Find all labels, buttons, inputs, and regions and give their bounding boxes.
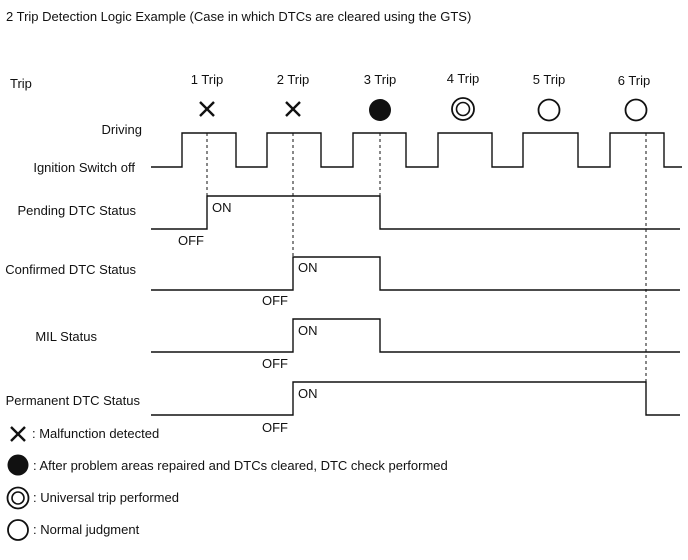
cross-icon (199, 101, 215, 117)
cross-icon (10, 426, 26, 442)
trip-label-2: 2 Trip (277, 72, 310, 87)
row-label-pending: Pending DTC Status (17, 203, 136, 218)
trip-label-4: 4 Trip (447, 71, 480, 86)
open-circle-icon (537, 98, 561, 122)
trip-label-1: 1 Trip (191, 72, 224, 87)
filled-circle-icon (369, 99, 391, 121)
diagram-title: 2 Trip Detection Logic Example (Case in … (6, 9, 471, 24)
open-circle-icon (7, 519, 29, 541)
pending-on-label: ON (212, 200, 232, 215)
trip-label-5: 5 Trip (533, 72, 566, 87)
row-label-trip: Trip (10, 76, 32, 91)
confirmed-on-label: ON (298, 260, 318, 275)
driving-waveform (151, 132, 682, 168)
legend: : Malfunction detected : After problem a… (6, 426, 448, 541)
open-circle-icon (624, 98, 648, 122)
legend-text-dtc-check: : After problem areas repaired and DTCs … (33, 458, 448, 473)
legend-text-normal-judgment: : Normal judgment (33, 522, 140, 537)
row-label-ignition-off: Ignition Switch off (33, 160, 135, 175)
legend-text-universal-trip: : Universal trip performed (33, 490, 179, 505)
pending-off-label: OFF (178, 233, 204, 248)
cross-icon (285, 101, 301, 117)
trip-label-3: 3 Trip (364, 72, 397, 87)
mil-off-label: OFF (262, 356, 288, 371)
double-circle-icon (6, 486, 30, 510)
row-label-permanent: Permanent DTC Status (6, 393, 141, 408)
confirmed-dtc-signal (151, 256, 680, 291)
legend-text-malfunction: : Malfunction detected (32, 426, 159, 441)
permanent-off-label: OFF (262, 420, 288, 435)
double-circle-icon (451, 97, 475, 121)
row-label-confirmed: Confirmed DTC Status (5, 262, 136, 277)
trip-label-6: 6 Trip (618, 73, 651, 88)
permanent-dtc-signal (151, 381, 680, 416)
row-label-driving: Driving (102, 122, 142, 137)
row-label-mil: MIL Status (35, 329, 97, 344)
mil-on-label: ON (298, 323, 318, 338)
filled-circle-icon (7, 454, 29, 476)
confirmed-off-label: OFF (262, 293, 288, 308)
mil-signal (151, 318, 680, 353)
permanent-on-label: ON (298, 386, 318, 401)
